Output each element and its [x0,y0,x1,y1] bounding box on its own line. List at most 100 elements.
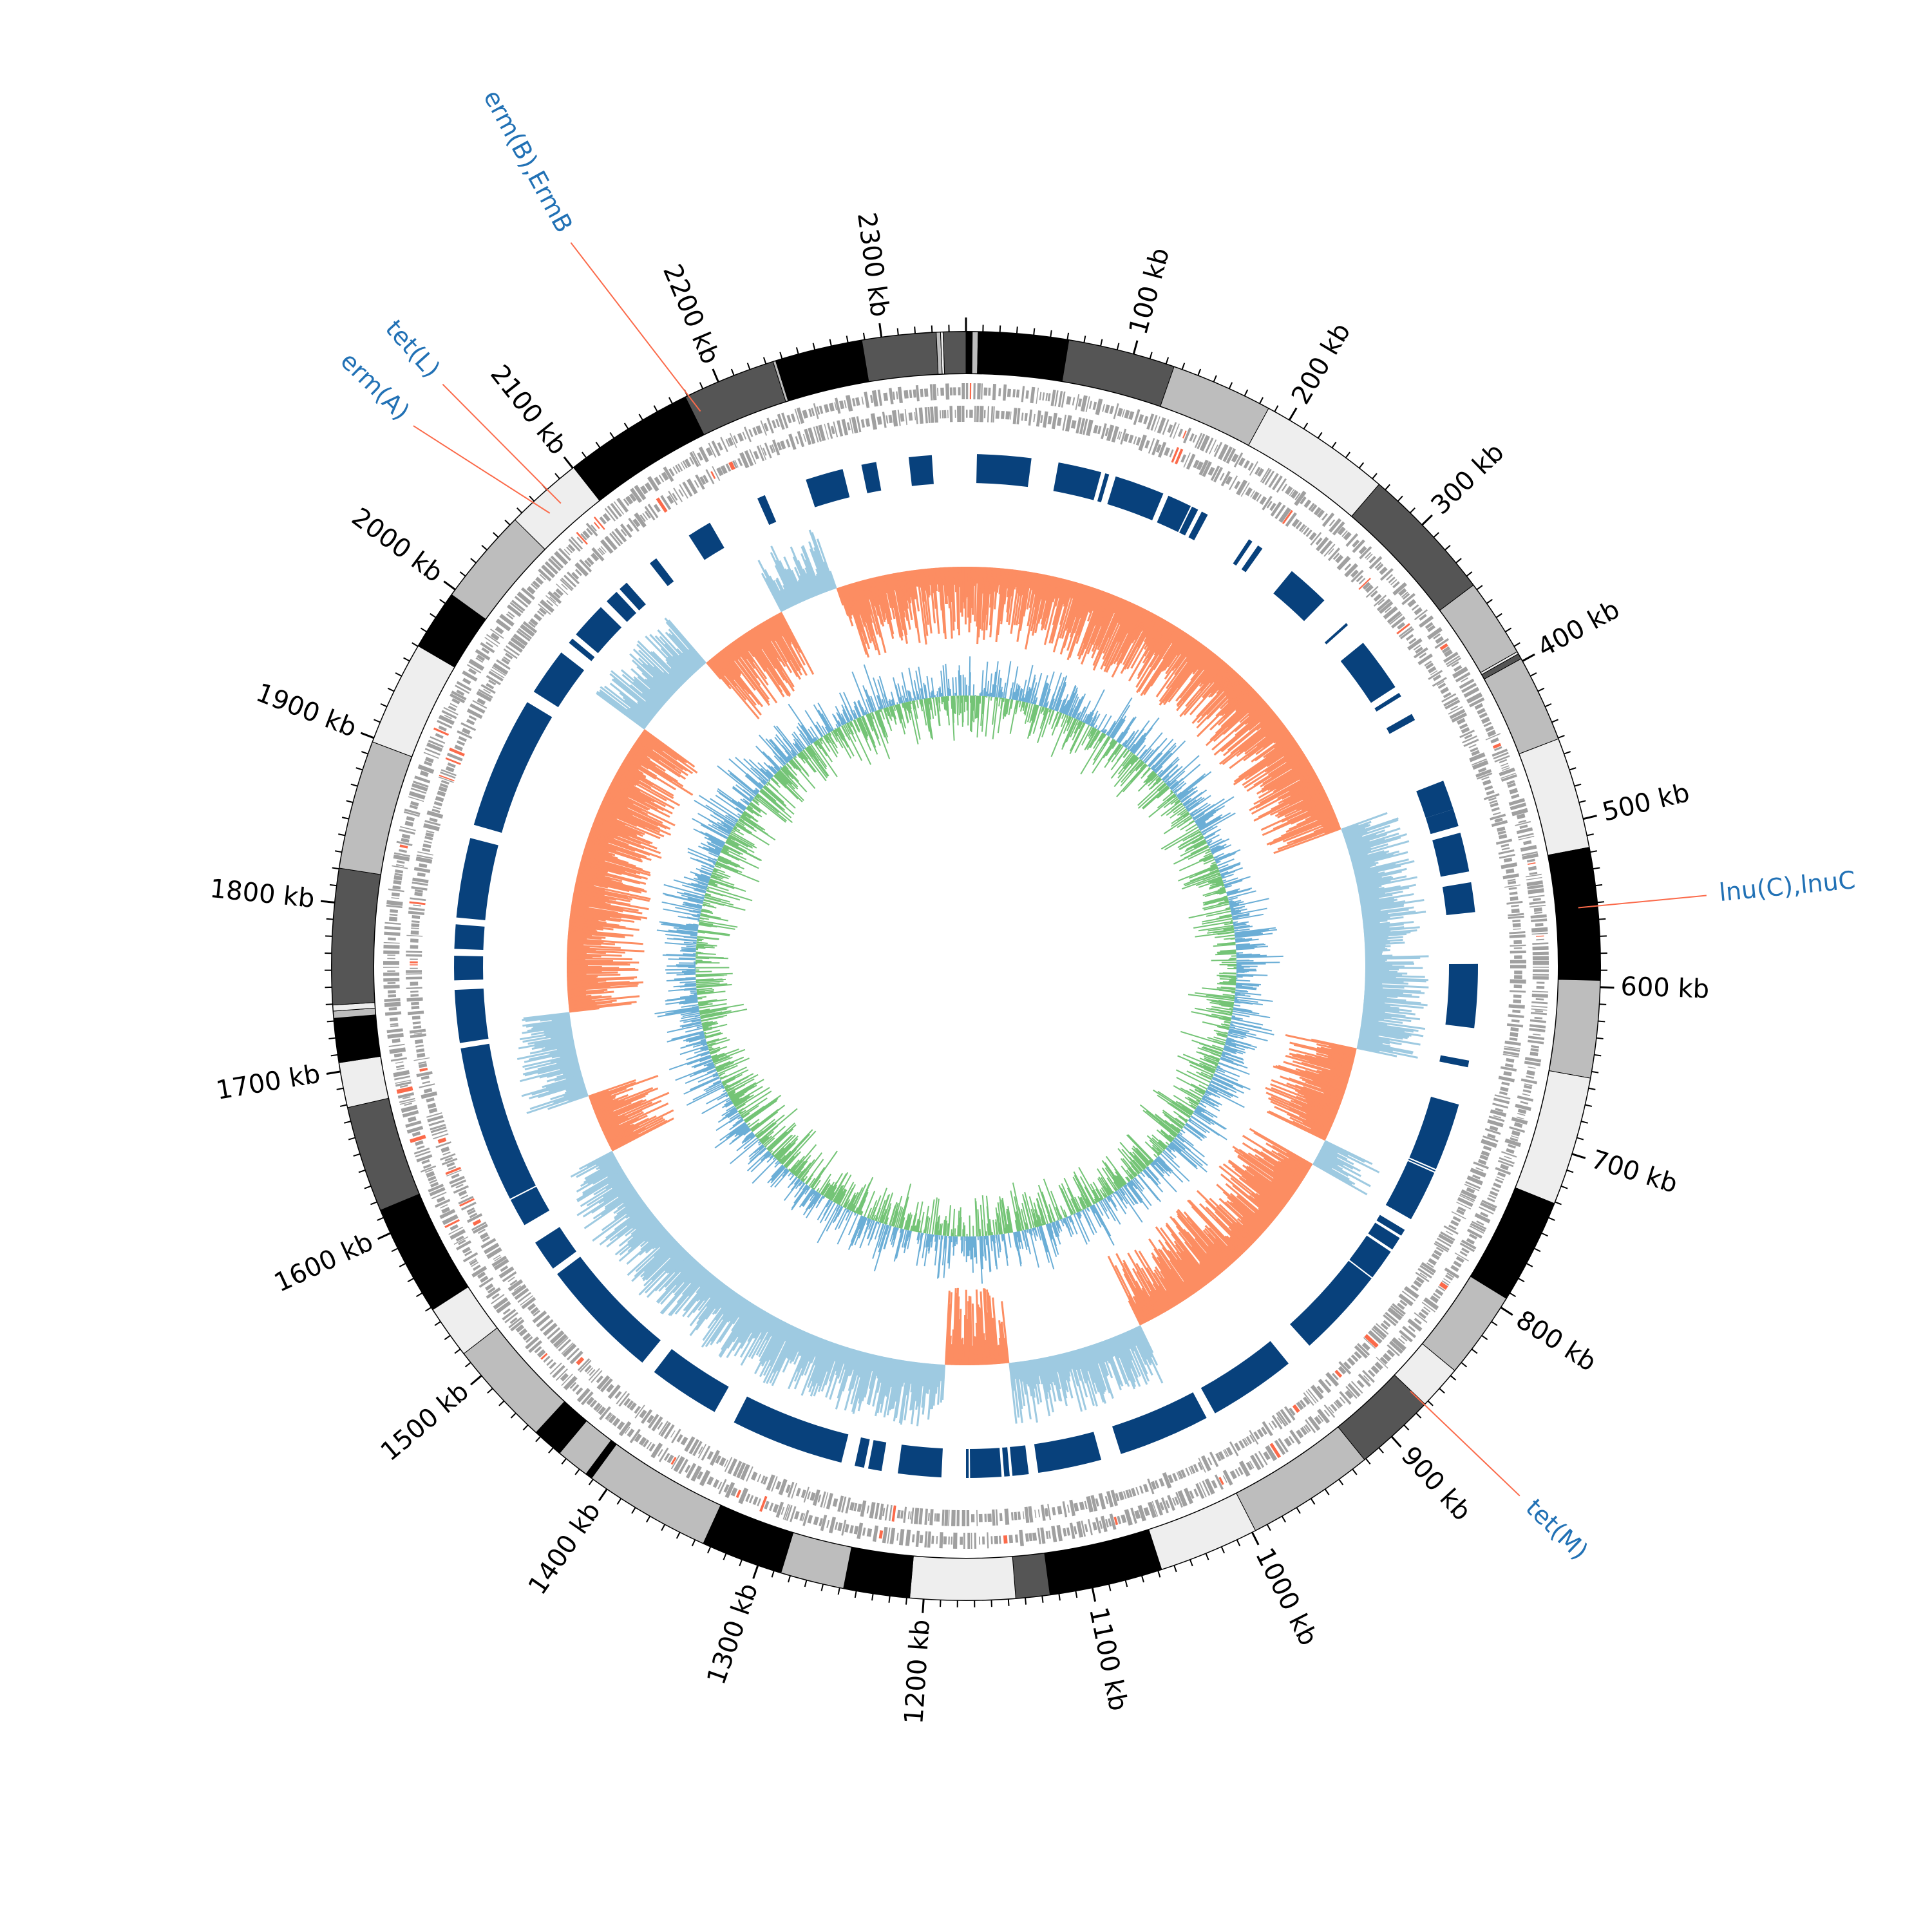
gc-content-bar [1307,800,1331,813]
minor-tick [412,642,419,647]
cds-reverse [992,406,995,423]
cds-reverse [491,1255,507,1267]
cds-forward [738,1488,749,1504]
gc-content-bar [526,1019,571,1028]
cds-reverse [995,1509,998,1526]
cds-forward [1506,1148,1515,1154]
cds-forward [1100,1515,1108,1533]
cds-forward [406,1126,424,1134]
cds-forward [442,1214,459,1226]
gc-content-bar [1361,906,1414,915]
cds-forward [877,389,883,406]
gc-content-bar [603,798,667,829]
gc-content-bar [545,1075,583,1089]
gc-content-bar [864,1354,876,1398]
gc-content-bar [737,638,768,679]
cds-reverse [1398,626,1413,638]
gc-content-bar [1032,1359,1043,1403]
cds-forward [408,791,426,800]
cds-forward [1435,1289,1444,1296]
cds-forward [1474,703,1484,710]
blast-hit-segment [1385,1160,1435,1220]
cds-reverse [710,471,716,479]
gc-content-bar [689,1282,724,1327]
gc-content-bar [1341,820,1372,833]
cds-forward [786,415,792,424]
gc-content-bar [1316,1052,1354,1064]
gc-content-bar [914,1362,922,1401]
gc-content-bar [760,1314,772,1333]
gc-content-bar [674,1271,711,1315]
minor-tick [1566,1169,1574,1173]
gc-content-bar [574,886,629,899]
gc-content-bar [609,1209,650,1242]
gc-content-bar [596,1110,614,1119]
cds-reverse [1494,817,1503,823]
cds-forward [391,897,400,900]
gc-content-bar [1266,744,1300,768]
gc-content-bar [632,1212,653,1229]
cds-reverse [1487,1119,1504,1128]
cds-reverse [703,475,709,484]
gc-content-bar [567,994,592,999]
cds-reverse [908,412,913,421]
minor-tick [1557,735,1565,739]
gc-content-bar [852,1352,870,1414]
gc-content-bar [898,572,909,621]
gc-content-bar [883,574,892,609]
cds-reverse [626,524,634,532]
gc-content-bar [1097,597,1121,650]
cds-reverse [460,1195,469,1200]
cds-forward [390,1025,399,1028]
minor-tick [862,332,866,340]
blast-hit-segment [976,454,1032,488]
gc-content-bar [859,580,873,623]
cds-forward [1124,1509,1133,1526]
gc-content-bar [607,789,649,811]
gc-content-bar [615,773,637,786]
gc-content-bar [936,567,940,592]
cds-reverse [812,1489,820,1506]
major-tick [360,732,375,739]
tick-label: 1800 kb [209,874,316,914]
gc-content-bar [637,703,655,717]
cds-forward [1337,526,1346,536]
gc-content-bar [1234,1149,1296,1193]
cds-reverse [1142,1483,1149,1493]
gc-content-bar [1209,663,1228,684]
gc-content-bar [1291,1054,1352,1073]
gc-content-bar [568,929,634,937]
gc-content-bar [823,562,835,590]
gc-content-bar [1177,656,1219,707]
cds-reverse [1269,502,1276,511]
blast-hit-segment [757,495,777,526]
gc-content-bar [1299,1114,1331,1131]
gc-content-bar [1247,705,1269,724]
gc-content-bar [602,1179,630,1198]
minor-tick [328,1037,336,1039]
gc-content-bar [869,578,883,625]
gc-content-bar [759,1322,788,1378]
cds-forward [1042,392,1045,401]
cds-reverse [1413,1280,1423,1288]
gc-content-bar [1273,768,1314,793]
minor-tick [459,571,466,577]
cds-reverse [1186,453,1196,470]
gc-content-bar [663,672,681,689]
cds-forward [1237,1466,1244,1475]
gc-content-bar [1205,1200,1253,1246]
cds-forward [802,410,809,419]
gc-content-bar [1330,1068,1350,1077]
gc-content-bar [625,1200,645,1215]
cds-reverse [1172,1473,1178,1482]
cds-reverse [553,1334,568,1348]
cds-forward [1531,927,1548,933]
gc-content-bar [1358,1041,1414,1054]
cds-forward [1387,1344,1400,1357]
gc-content-bar [998,568,1003,594]
gc-content-bar [895,1360,906,1419]
gc-content-bar [1311,1038,1357,1050]
cds-forward [699,1470,711,1486]
gc-content-bar [1350,840,1410,859]
cds-forward [400,826,416,831]
